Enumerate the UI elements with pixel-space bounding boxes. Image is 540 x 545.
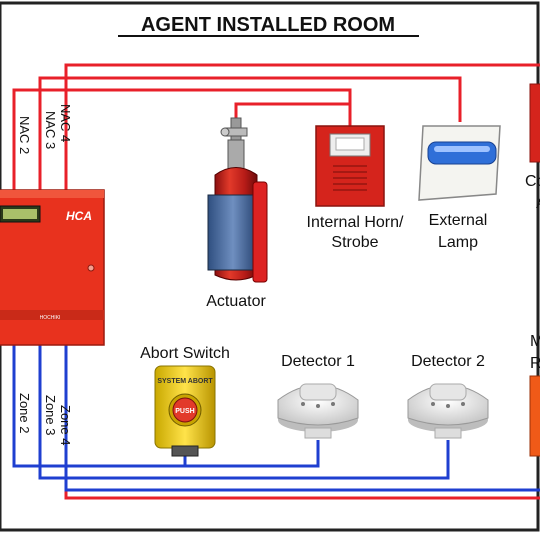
zone-wires bbox=[12, 345, 540, 492]
nac4-label: NAC 4 bbox=[58, 104, 73, 142]
external-lamp-label-line1: External bbox=[429, 212, 488, 229]
cut-device-top-right: Co A bbox=[525, 83, 540, 212]
abort-push-text: PUSH bbox=[175, 408, 194, 415]
zone4-label: Zone 4 bbox=[58, 405, 73, 445]
panel-key-lock-icon bbox=[87, 264, 95, 272]
zone4-wire bbox=[64, 345, 540, 492]
nac4-wire bbox=[64, 63, 540, 190]
cut-device-bottom-label-line1: M bbox=[530, 333, 540, 350]
nac3-wire bbox=[38, 76, 462, 190]
cylinder-label-band bbox=[207, 194, 259, 271]
actuator-cylinder: Actuator bbox=[206, 117, 268, 310]
control-panel: HCA HOCHIKI bbox=[0, 189, 105, 346]
zone2-wire bbox=[12, 345, 320, 468]
detector-1: Detector 1 bbox=[277, 353, 359, 439]
nac-wires bbox=[12, 63, 540, 190]
abort-switch-label: Abort Switch bbox=[140, 345, 230, 362]
detector-1-label: Detector 1 bbox=[281, 353, 355, 370]
cut-device-top-label-line1: Co bbox=[525, 173, 540, 190]
actuator-wire bbox=[234, 102, 352, 140]
abort-push-button bbox=[172, 397, 198, 423]
zone3-label: Zone 3 bbox=[43, 395, 58, 435]
horn-strobe-label-line1: Internal Horn/ bbox=[307, 214, 404, 231]
zone2-label: Zone 2 bbox=[17, 393, 32, 433]
abort-switch: Abort Switch SYSTEM ABORT PUSH bbox=[140, 345, 230, 457]
cut-device-bottom-label-line2: R bbox=[530, 355, 540, 372]
detector-2: Detector 2 bbox=[407, 353, 489, 439]
horn-strobe: Internal Horn/ Strobe bbox=[307, 125, 404, 251]
nac2-label: NAC 2 bbox=[17, 116, 32, 154]
diagram-frame bbox=[0, 1, 540, 532]
panel-brand-label: HCA bbox=[66, 209, 92, 223]
zone3-wire bbox=[38, 345, 450, 480]
abort-face-text: SYSTEM ABORT bbox=[157, 378, 213, 385]
actuator-label: Actuator bbox=[206, 293, 266, 310]
external-lamp-label-line2: Lamp bbox=[438, 234, 478, 251]
cut-device-top-label-line2: A bbox=[536, 195, 540, 212]
panel-maker-label: HOCHIKI bbox=[40, 315, 61, 321]
lamp-blue-lens bbox=[427, 141, 497, 165]
nac3-label: NAC 3 bbox=[43, 111, 58, 149]
diagram-title: AGENT INSTALLED ROOM bbox=[141, 14, 395, 36]
cut-device-bottom-right: M R bbox=[529, 333, 540, 457]
horn-strobe-label-line2: Strobe bbox=[331, 234, 378, 251]
external-lamp: External Lamp bbox=[418, 125, 501, 251]
detector-2-label: Detector 2 bbox=[411, 353, 485, 370]
